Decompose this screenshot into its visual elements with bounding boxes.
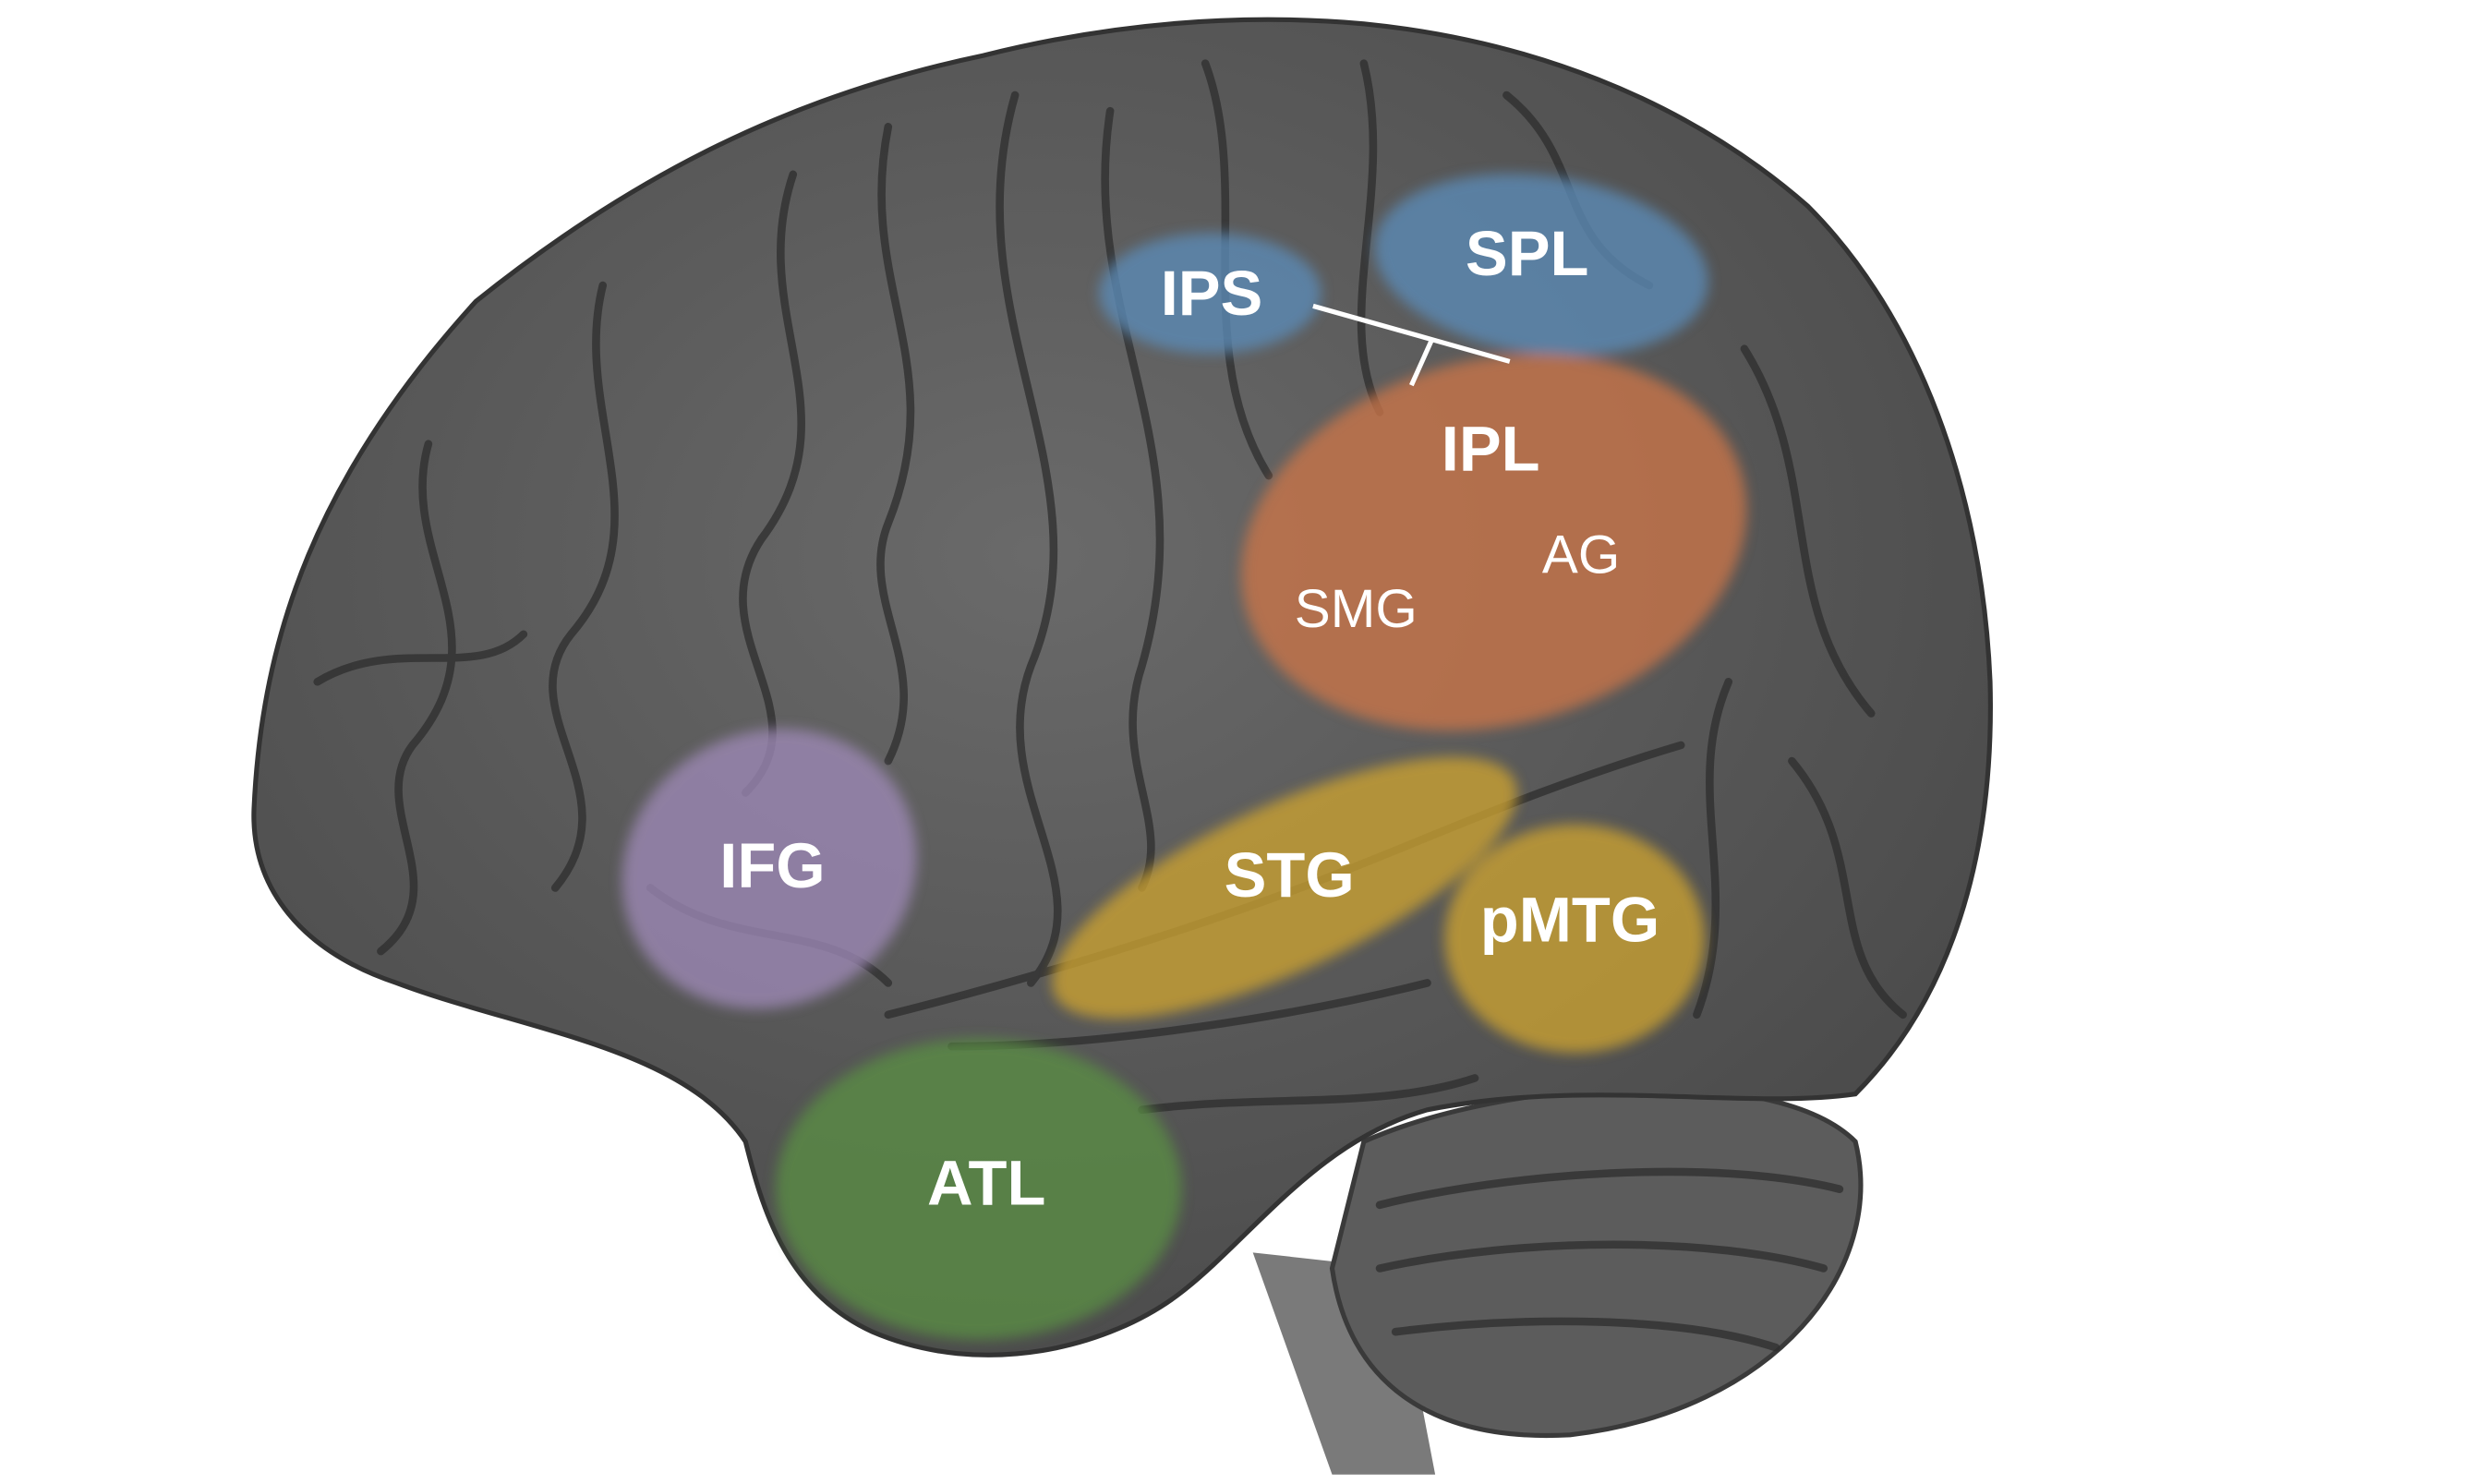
label-stg: STG xyxy=(1225,839,1355,911)
label-atl: ATL xyxy=(927,1147,1045,1218)
region-spl xyxy=(1374,174,1708,356)
label-ips: IPS xyxy=(1161,258,1263,329)
region-ipl xyxy=(1241,354,1747,731)
label-ag: AG xyxy=(1542,525,1620,585)
label-spl: SPL xyxy=(1466,218,1589,289)
region-ips xyxy=(1099,233,1321,354)
region-pmtg xyxy=(1444,824,1705,1054)
label-smg: SMG xyxy=(1295,579,1418,639)
region-atl xyxy=(775,1038,1182,1340)
label-ipl: IPL xyxy=(1442,413,1540,484)
label-ifg: IFG xyxy=(719,830,825,901)
region-stg xyxy=(1052,756,1517,1019)
label-pmtg: pMTG xyxy=(1480,884,1659,955)
ips-ipl-connector xyxy=(1312,303,1511,387)
region-ifg xyxy=(622,729,917,1009)
